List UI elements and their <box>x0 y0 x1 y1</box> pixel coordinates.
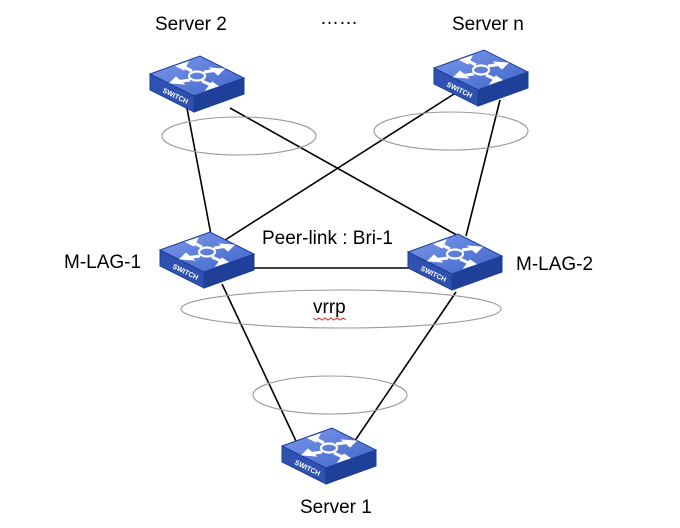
spellcheck-underline <box>312 317 347 321</box>
ring-server2 <box>161 116 317 156</box>
link-servern-mlag2 <box>465 99 501 237</box>
links <box>185 93 501 459</box>
link-mlag2-server1 <box>349 291 457 449</box>
label-server2: Server 2 <box>155 14 227 35</box>
label-dots: …… <box>320 8 358 29</box>
link-server2-mlag1 <box>185 102 213 241</box>
switch-server1: SWITCH <box>280 426 378 486</box>
link-server2-mlag2 <box>229 107 463 239</box>
switch-mlag2: SWITCH <box>406 232 504 292</box>
ring-server1 <box>252 375 408 415</box>
label-peerlink: Peer-link : Bri-1 <box>262 228 393 249</box>
label-server1: Server 1 <box>300 497 372 518</box>
switch-icon <box>280 426 378 486</box>
label-servern: Server n <box>452 14 524 35</box>
switch-mlag1: SWITCH <box>158 230 256 290</box>
switch-icon <box>406 232 504 292</box>
aggregation-rings <box>161 111 529 415</box>
link-servern-mlag1 <box>221 93 455 243</box>
ring-servern <box>373 111 529 151</box>
switch-server2: SWITCH <box>148 54 246 114</box>
ring-vrrp <box>180 289 502 329</box>
label-mlag1: M-LAG-1 <box>64 252 141 273</box>
label-vrrp: vrrp <box>313 297 346 318</box>
label-mlag2: M-LAG-2 <box>516 254 593 275</box>
switch-icon <box>148 54 246 114</box>
switch-icon <box>158 230 256 290</box>
link-mlag1-server1 <box>221 283 305 459</box>
